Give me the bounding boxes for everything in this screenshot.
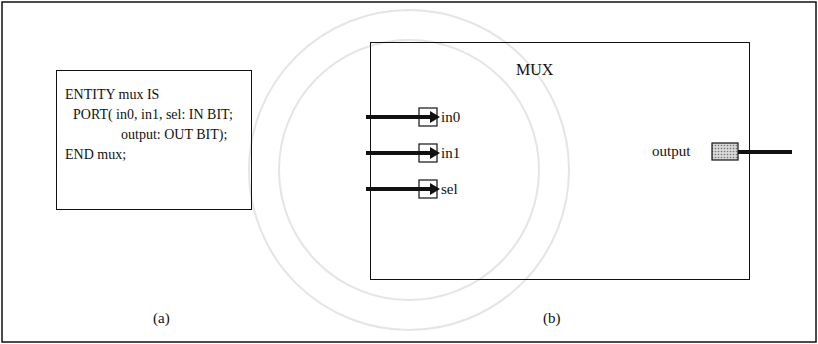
code-line: ENTITY mux IS bbox=[65, 87, 159, 102]
code-line: END mux; bbox=[65, 147, 126, 162]
input-wires bbox=[366, 117, 434, 189]
panel-label: (b) bbox=[543, 310, 561, 327]
mux-block: MUX bbox=[370, 42, 750, 280]
input-arrowheads bbox=[430, 111, 440, 195]
port-name: output bbox=[652, 143, 690, 160]
port-name: in1 bbox=[441, 145, 460, 162]
code-line: output: OUT BIT); bbox=[121, 127, 227, 142]
input-pin-squares bbox=[419, 108, 437, 198]
output-wire bbox=[738, 150, 792, 154]
code-line: PORT( in0, in1, sel: IN BIT; bbox=[73, 107, 233, 122]
port-name: in0 bbox=[441, 109, 460, 126]
output-pin-square bbox=[712, 143, 738, 160]
panel-label: (a) bbox=[153, 310, 170, 327]
port-name: sel bbox=[441, 181, 458, 198]
block-title: MUX bbox=[516, 61, 553, 79]
seal-watermark bbox=[249, 10, 569, 330]
code-box: ENTITY mux IS PORT( in0, in1, sel: IN BIT… bbox=[56, 70, 252, 210]
